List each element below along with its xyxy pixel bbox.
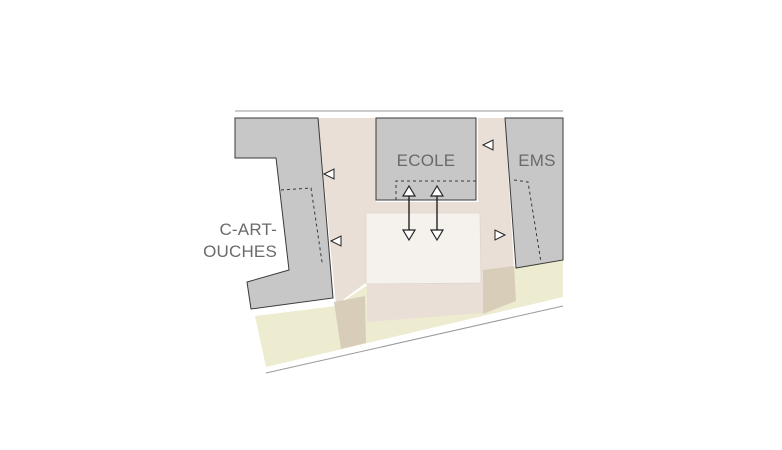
direction-triangle-icon — [494, 229, 507, 241]
road-edge-bottom — [265, 305, 564, 374]
direction-triangle-icon — [481, 139, 494, 151]
building-c-art-ouches — [234, 117, 334, 310]
direction-triangle-icon — [322, 168, 335, 180]
paving-patch-left — [334, 296, 366, 349]
label-c-art-ouches-line1: C-ART- — [219, 220, 277, 239]
label-c-art-ouches-line2: OUCHES — [203, 242, 277, 261]
label-ems: EMS — [518, 151, 555, 170]
double-arrow-icon — [429, 184, 445, 242]
direction-triangle-icon — [329, 235, 342, 247]
ems-outline-dashed — [513, 179, 542, 263]
ecole-outline-dashed — [395, 180, 476, 200]
double-arrow-icon — [401, 184, 417, 242]
school-playground — [365, 212, 482, 285]
paving-patch-right — [483, 266, 516, 314]
c-art-ouches-outline-dashed — [280, 187, 323, 265]
label-ecole: ECOLE — [397, 151, 456, 170]
building-ems — [504, 117, 564, 269]
building-ecole — [375, 117, 477, 201]
